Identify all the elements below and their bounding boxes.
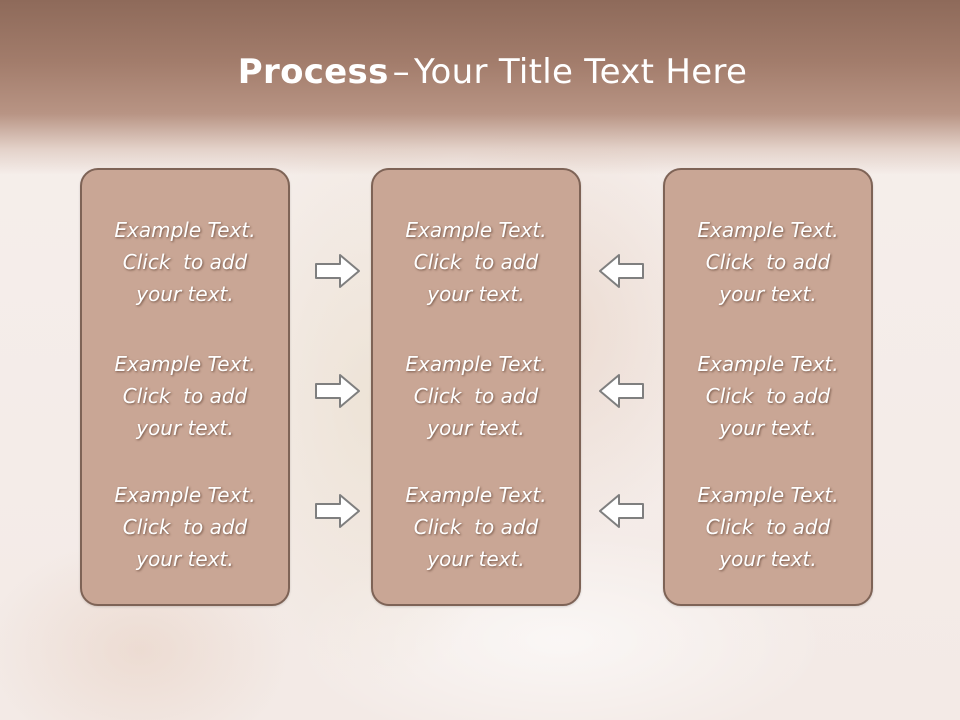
left-arrow-icon <box>599 494 644 528</box>
title-bold-part: Process <box>237 52 389 92</box>
text-block[interactable]: Example Text. Click to add your text. <box>82 479 288 575</box>
text-line: your text. <box>136 547 234 571</box>
text-line: Example Text. <box>405 218 547 242</box>
header-band <box>0 0 960 175</box>
text-line: Example Text. <box>114 352 256 376</box>
left-text-box[interactable]: Example Text. Click to add your text. Ex… <box>80 168 290 606</box>
text-line: Click to add <box>122 515 248 539</box>
text-line: Example Text. <box>405 483 547 507</box>
text-line: your text. <box>719 416 817 440</box>
right-arrow-icon <box>315 494 360 528</box>
right-arrow-icon <box>315 254 360 288</box>
text-block[interactable]: Example Text. Click to add your text. <box>665 348 871 444</box>
text-line: Click to add <box>122 384 248 408</box>
text-line: your text. <box>427 282 525 306</box>
left-arrow-icon <box>599 374 644 408</box>
text-line: Example Text. <box>697 218 839 242</box>
title-dash: – <box>392 52 410 92</box>
text-line: your text. <box>427 416 525 440</box>
text-line: Click to add <box>413 250 539 274</box>
text-line: Example Text. <box>697 352 839 376</box>
text-line: your text. <box>136 282 234 306</box>
text-block[interactable]: Example Text. Click to add your text. <box>373 348 579 444</box>
text-line: Click to add <box>122 250 248 274</box>
text-line: Click to add <box>705 515 831 539</box>
text-block[interactable]: Example Text. Click to add your text. <box>82 214 288 310</box>
text-line: Click to add <box>705 384 831 408</box>
left-arrow-icon <box>599 254 644 288</box>
text-line: Click to add <box>413 384 539 408</box>
text-block[interactable]: Example Text. Click to add your text. <box>665 214 871 310</box>
text-block[interactable]: Example Text. Click to add your text. <box>82 348 288 444</box>
text-line: Click to add <box>413 515 539 539</box>
text-line: Example Text. <box>697 483 839 507</box>
text-line: Click to add <box>705 250 831 274</box>
text-line: your text. <box>136 416 234 440</box>
text-line: Example Text. <box>405 352 547 376</box>
text-line: your text. <box>719 282 817 306</box>
text-line: your text. <box>427 547 525 571</box>
text-line: your text. <box>719 547 817 571</box>
slide-title[interactable]: Process–Your Title Text Here <box>0 52 960 92</box>
text-line: Example Text. <box>114 483 256 507</box>
right-arrow-icon <box>315 374 360 408</box>
text-block[interactable]: Example Text. Click to add your text. <box>665 479 871 575</box>
middle-text-box[interactable]: Example Text. Click to add your text. Ex… <box>371 168 581 606</box>
text-line: Example Text. <box>114 218 256 242</box>
right-text-box[interactable]: Example Text. Click to add your text. Ex… <box>663 168 873 606</box>
text-block[interactable]: Example Text. Click to add your text. <box>373 214 579 310</box>
text-block[interactable]: Example Text. Click to add your text. <box>373 479 579 575</box>
title-rest: Your Title Text Here <box>413 52 748 92</box>
